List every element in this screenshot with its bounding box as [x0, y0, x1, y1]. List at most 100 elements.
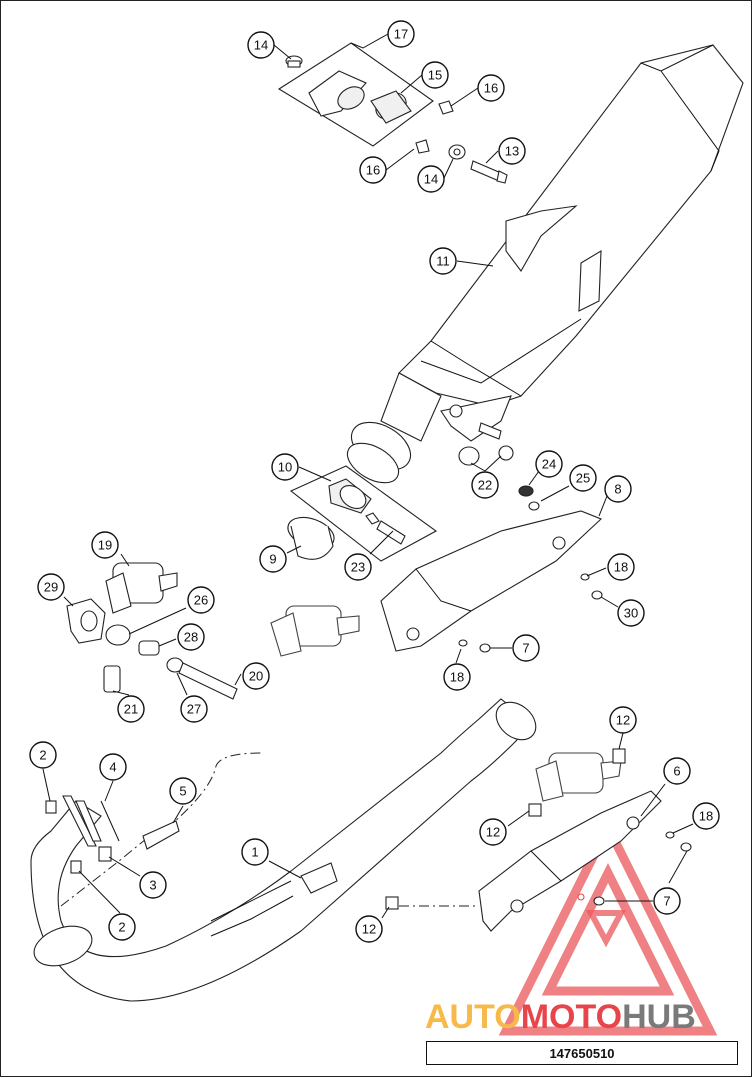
watermark-part1: AUTO — [425, 998, 521, 1036]
svg-text:8: 8 — [614, 482, 621, 497]
callout-14-b: 14 — [417, 165, 445, 193]
svg-text:12: 12 — [616, 713, 630, 728]
svg-text:13: 13 — [505, 144, 519, 159]
dashed-sensor-line-a — [60, 838, 147, 907]
muffler — [346, 44, 744, 484]
svg-text:18: 18 — [699, 809, 713, 824]
part-code: 147650510 — [549, 1045, 615, 1061]
callout-13: 13 — [498, 137, 526, 165]
servo-ghost-lower — [535, 752, 622, 802]
callout-20: 20 — [242, 662, 270, 690]
svg-text:16: 16 — [366, 163, 380, 178]
watermark-text: AUTOMOTOHUB — [425, 998, 696, 1036]
callout-8: 8 — [604, 475, 632, 503]
svg-text:10: 10 — [278, 460, 292, 475]
callout-24: 24 — [535, 450, 563, 478]
screw-30 — [591, 590, 603, 600]
washer-24 — [518, 485, 534, 497]
svg-text:20: 20 — [249, 669, 263, 684]
gasket-ring-9 — [287, 516, 335, 560]
exhaust-servo-19 — [105, 562, 178, 614]
callout-12-c: 12 — [355, 915, 383, 943]
nut-2-a — [45, 800, 57, 814]
screw-7-b-top — [680, 842, 692, 852]
callout-27: 27 — [180, 695, 208, 723]
callout-4: 4 — [99, 753, 127, 781]
gasket-4 — [100, 800, 120, 842]
svg-text:14: 14 — [424, 172, 438, 187]
svg-text:19: 19 — [98, 538, 112, 553]
svg-text:27: 27 — [187, 702, 201, 717]
spacer-21 — [103, 665, 121, 693]
clip-12-a — [612, 748, 626, 764]
callout-2-b: 2 — [108, 913, 136, 941]
bracket-group-17 — [277, 42, 508, 184]
callout-18-c: 18 — [692, 802, 720, 830]
callout-5: 5 — [169, 777, 197, 805]
callout-18-a: 18 — [607, 553, 635, 581]
svg-text:1: 1 — [251, 845, 258, 860]
svg-text:9: 9 — [269, 552, 276, 567]
servo-ghost-center — [270, 605, 360, 657]
bushing-26 — [105, 624, 131, 646]
svg-text:22: 22 — [478, 478, 492, 493]
callout-21: 21 — [117, 695, 145, 723]
callout-22: 22 — [471, 471, 499, 499]
callout-14-a: 14 — [247, 31, 275, 59]
watermark-part2: MOTO — [521, 998, 622, 1036]
washer-18-a — [580, 573, 590, 581]
screw-7-a — [479, 643, 491, 653]
callout-3: 3 — [139, 871, 167, 899]
svg-text:23: 23 — [351, 560, 365, 575]
o2-sensor-5 — [142, 820, 180, 850]
washer-25 — [528, 501, 540, 511]
heat-shield-8 — [380, 510, 603, 652]
washer-18-c — [665, 831, 675, 839]
nut-3 — [98, 846, 112, 862]
bolt-20 — [178, 662, 238, 700]
callout-15: 15 — [421, 61, 449, 89]
watermark-part3: HUB — [622, 998, 696, 1036]
callout-6: 6 — [663, 757, 691, 785]
callout-29: 29 — [37, 573, 65, 601]
dashed-sensor-line-b — [165, 752, 262, 830]
svg-text:4: 4 — [109, 760, 116, 775]
callout-28: 28 — [177, 623, 205, 651]
svg-text:12: 12 — [486, 825, 500, 840]
clip-12-b — [528, 803, 542, 817]
callout-25: 25 — [569, 464, 597, 492]
part-code-box: 147650510 — [426, 1041, 738, 1065]
svg-text:14: 14 — [254, 38, 268, 53]
gasket-plate — [62, 795, 97, 847]
washer-18-b — [458, 639, 468, 647]
svg-text:26: 26 — [194, 593, 208, 608]
leader-lines — [42, 33, 694, 919]
callout-19: 19 — [91, 531, 119, 559]
callout-23: 23 — [344, 553, 372, 581]
callout-26: 26 — [187, 586, 215, 614]
clip-12-c — [385, 896, 399, 910]
svg-text:29: 29 — [44, 580, 58, 595]
callout-9: 9 — [259, 545, 287, 573]
callout-1: 1 — [241, 838, 269, 866]
callout-11: 11 — [429, 247, 457, 275]
svg-text:7: 7 — [663, 894, 670, 909]
svg-text:17: 17 — [394, 27, 408, 42]
svg-text:30: 30 — [624, 606, 638, 621]
callout-7-a: 7 — [512, 634, 540, 662]
callout-2-a: 2 — [29, 741, 57, 769]
rubber-grommets-22 — [458, 422, 514, 466]
svg-text:16: 16 — [484, 81, 498, 96]
screw-7-b — [593, 896, 605, 906]
gasket-plate-2 — [75, 800, 102, 842]
callout-17: 17 — [387, 20, 415, 48]
svg-text:15: 15 — [428, 68, 442, 83]
svg-text:25: 25 — [576, 471, 590, 486]
header-pipe-1 — [30, 698, 537, 1002]
svg-text:3: 3 — [149, 878, 156, 893]
bracket-29 — [66, 598, 106, 644]
svg-text:5: 5 — [179, 784, 186, 799]
callout-10: 10 — [271, 453, 299, 481]
